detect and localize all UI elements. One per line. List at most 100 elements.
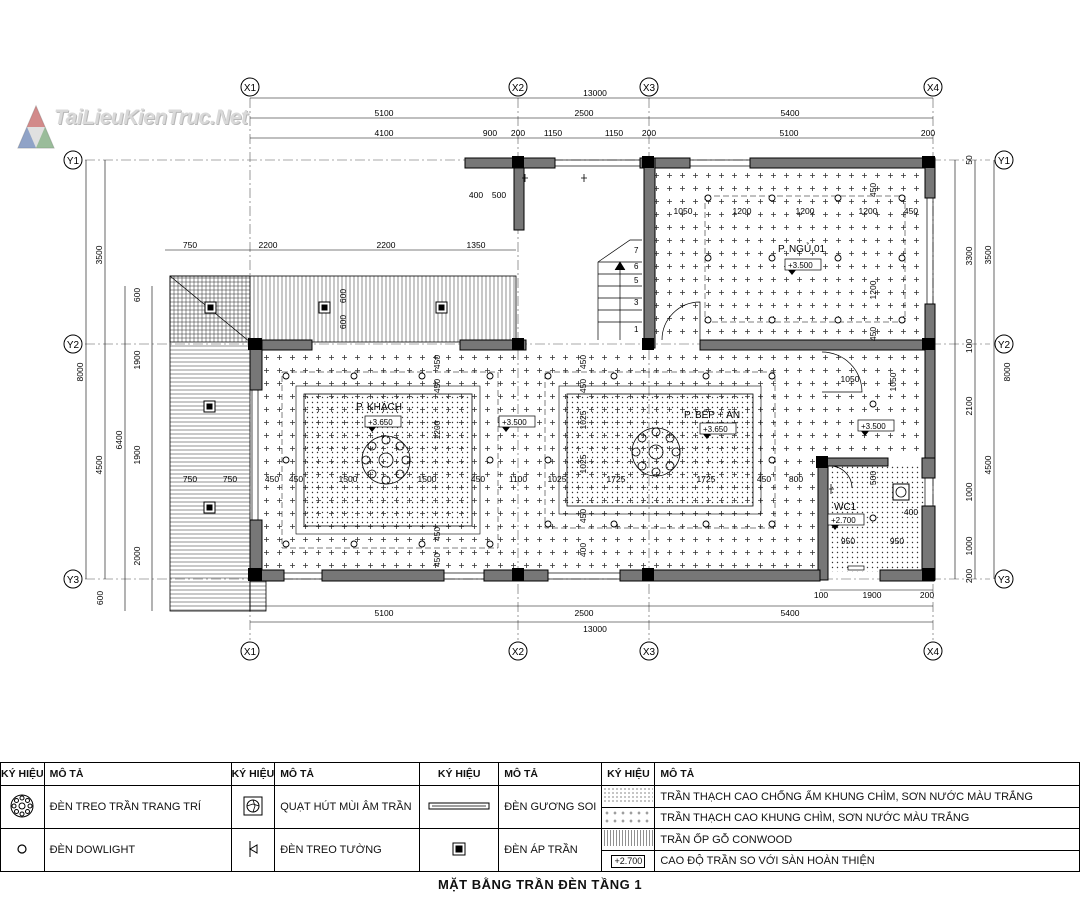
svg-text:1150: 1150: [544, 128, 563, 138]
svg-text:+3.650: +3.650: [703, 425, 728, 434]
legend-level-symbol: +2.700: [601, 850, 656, 872]
svg-text:5100: 5100: [375, 108, 394, 118]
svg-text:400: 400: [904, 507, 918, 517]
grid-bubble-x3-top: X3: [639, 77, 659, 97]
stair-step-1: 1: [634, 325, 639, 334]
room-label-bedroom: P. NGỦ 01: [778, 242, 825, 255]
svg-text:600: 600: [338, 315, 348, 329]
grid-bubble-y3-right: Y3: [994, 569, 1014, 589]
svg-text:4500: 4500: [983, 455, 993, 474]
svg-text:450: 450: [868, 183, 878, 197]
svg-text:Y1: Y1: [998, 156, 1011, 167]
svg-text:+3.500: +3.500: [861, 422, 886, 431]
svg-text:5400: 5400: [781, 108, 800, 118]
svg-text:5100: 5100: [780, 128, 799, 138]
legend-mirror-lamp-icon: [419, 785, 500, 830]
svg-text:1050: 1050: [888, 372, 898, 391]
svg-text:950: 950: [890, 536, 904, 546]
legend-ceiling-wood-swatch: [601, 828, 656, 852]
watermark-text: TaiLieuKienTruc.Net: [54, 106, 248, 129]
svg-text:450: 450: [471, 474, 485, 484]
svg-text:1200: 1200: [733, 206, 752, 216]
svg-text:5400: 5400: [781, 608, 800, 618]
stair-step-5: 5: [634, 276, 639, 285]
svg-text:1100: 1100: [509, 474, 528, 484]
svg-text:750: 750: [223, 474, 237, 484]
svg-text:450: 450: [578, 379, 588, 393]
stair-step-3: 3: [634, 298, 639, 307]
svg-text:100: 100: [814, 590, 828, 600]
legend-downlight-label: ĐÈN DOWLIGHT: [43, 828, 232, 872]
exhaust-fan-icon: [892, 483, 910, 501]
grid-bubble-y2-left: Y2: [63, 334, 83, 354]
svg-text:X3: X3: [643, 83, 656, 94]
svg-text:+3.650: +3.650: [368, 418, 393, 427]
svg-text:5100: 5100: [375, 608, 394, 618]
level-tags: +3.500 +3.650 +3.500 +3.650 +3.500 +2.70…: [364, 258, 895, 530]
svg-text:450: 450: [432, 379, 442, 393]
legend-header-desc-2: MÔ TẢ: [274, 761, 421, 787]
svg-text:2000: 2000: [132, 546, 142, 565]
watermark: TaiLieuKienTruc.Net: [16, 104, 256, 156]
svg-text:X1: X1: [244, 83, 257, 94]
svg-text:1500: 1500: [339, 474, 358, 484]
svg-text:Y3: Y3: [67, 575, 80, 586]
legend-ceiling-wood-label: TRẦN ỐP GỖ CONWOOD: [654, 828, 1080, 852]
svg-text:X4: X4: [927, 647, 940, 658]
svg-text:2500: 2500: [575, 108, 594, 118]
dimension-text: 13000 5100 2500 5400 4100 900 200 1150 1…: [183, 88, 935, 634]
grid-bubble-y1-right: Y1: [994, 150, 1014, 170]
legend-ceiling-gypsum-label: TRẦN THẠCH CAO KHUNG CHÌM, SƠN NƯỚC MÀU …: [654, 806, 1080, 830]
wall-lamps: [522, 174, 834, 494]
svg-text:X4: X4: [927, 83, 940, 94]
svg-text:500: 500: [868, 471, 878, 485]
svg-text:450: 450: [289, 474, 303, 484]
svg-text:1000: 1000: [964, 536, 974, 555]
dimension-lines: [85, 97, 995, 623]
svg-text:1900: 1900: [132, 445, 142, 464]
svg-text:450: 450: [265, 474, 279, 484]
svg-text:450: 450: [432, 355, 442, 369]
legend-fan-label: QUẠT HÚT MÙI ÂM TRẦN: [274, 785, 421, 830]
grid-bubble-y2-right: Y2: [994, 334, 1014, 354]
svg-text:3500: 3500: [94, 245, 104, 264]
grid-bubble-y1-left: Y1: [63, 150, 83, 170]
ceiling-lamps: [203, 301, 448, 514]
legend-level-tag: +2.700: [611, 854, 646, 868]
svg-text:6400: 6400: [114, 430, 124, 449]
svg-text:8000: 8000: [75, 362, 85, 381]
watermark-logo-icon: [17, 104, 55, 149]
svg-text:1900: 1900: [132, 350, 142, 369]
staircase: 7 6 5 3 1: [597, 239, 642, 340]
legend-header-symbol-3: KÝ HIỆU: [419, 761, 500, 787]
svg-text:1000: 1000: [964, 482, 974, 501]
svg-text:X3: X3: [643, 647, 656, 658]
downlights: [282, 194, 906, 548]
svg-text:1200: 1200: [432, 420, 442, 439]
svg-text:50: 50: [964, 155, 974, 165]
svg-text:200: 200: [920, 590, 934, 600]
svg-text:400: 400: [578, 543, 588, 557]
svg-text:X2: X2: [512, 647, 525, 658]
svg-text:2200: 2200: [259, 240, 278, 250]
legend-wall-lamp-label: ĐÈN TREO TƯỜNG: [274, 828, 421, 872]
svg-text:600: 600: [95, 591, 105, 605]
svg-text:1025: 1025: [548, 474, 567, 484]
svg-text:200: 200: [642, 128, 656, 138]
svg-text:2200: 2200: [377, 240, 396, 250]
svg-text:750: 750: [183, 240, 197, 250]
grid-bubbles: X1 X2 X3 X4 X1 X2 X3 X4 Y1 Y2 Y3 Y1 Y2 Y…: [63, 77, 1014, 661]
legend-level-label: CAO ĐỘ TRẦN SO VỚI SÀN HOÀN THIỆN: [654, 850, 1080, 872]
svg-text:1050: 1050: [674, 206, 693, 216]
svg-text:1200: 1200: [796, 206, 815, 216]
svg-text:450: 450: [432, 527, 442, 541]
legend-ceiling-lamp-label: ĐÈN ÁP TRẦN: [498, 828, 603, 872]
legend-header-desc-4: MÔ TẢ: [654, 761, 1080, 787]
level-tag-hall: +3.500: [498, 415, 536, 432]
svg-text:Y2: Y2: [998, 340, 1011, 351]
svg-text:13000: 13000: [583, 88, 607, 98]
svg-text:1725: 1725: [697, 474, 716, 484]
svg-text:Y1: Y1: [67, 156, 80, 167]
svg-text:+3.500: +3.500: [788, 261, 813, 270]
grid-bubble-x2-bottom: X2: [508, 641, 528, 661]
